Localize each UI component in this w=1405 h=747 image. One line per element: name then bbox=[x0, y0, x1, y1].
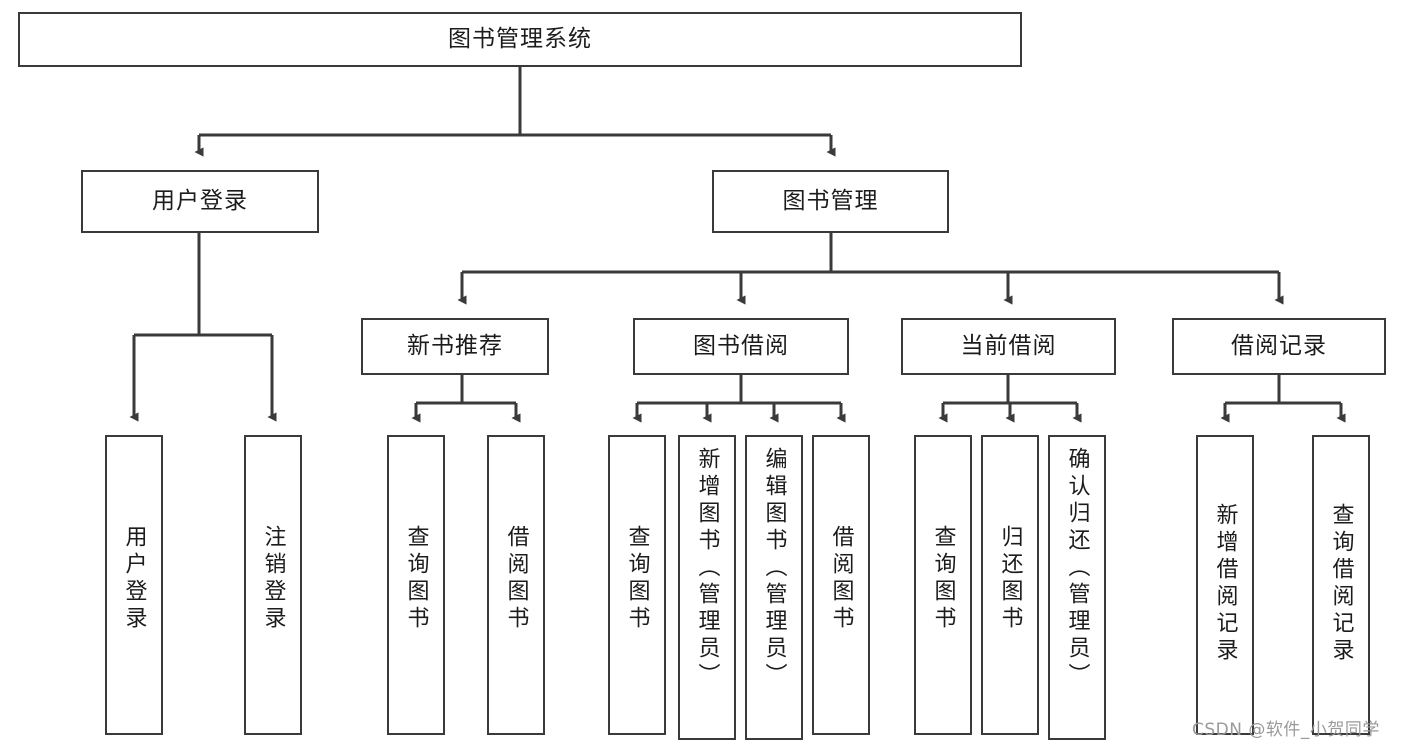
node-leaf-confirm-return-admin[interactable]: 确认归还（管理员） bbox=[1048, 435, 1106, 740]
node-leaf-borrow-book-1[interactable]: 借阅图书 bbox=[487, 435, 545, 735]
node-leaf-edit-book-admin[interactable]: 编辑图书（管理员） bbox=[745, 435, 803, 740]
leaf-label: 新增借阅记录 bbox=[1212, 503, 1238, 665]
node-book-borrow[interactable]: 图书借阅 bbox=[633, 318, 849, 375]
wire-currentborrow-to-leaves bbox=[938, 375, 1082, 423]
node-current-borrow[interactable]: 当前借阅 bbox=[901, 318, 1116, 375]
leaf-label: 注销登录 bbox=[260, 525, 286, 633]
csdn-watermark: CSDN @软件_小贺同学 bbox=[1192, 720, 1380, 740]
node-leaf-query-book-3[interactable]: 查询图书 bbox=[914, 435, 972, 735]
wire-bookborrow-to-leaves bbox=[632, 375, 846, 423]
leaf-label: 归还图书 bbox=[997, 525, 1023, 633]
node-leaf-return-book[interactable]: 归还图书 bbox=[981, 435, 1039, 735]
leaf-label: 确认归还（管理员） bbox=[1064, 447, 1090, 690]
node-borrow-record[interactable]: 借阅记录 bbox=[1172, 318, 1386, 375]
node-leaf-borrow-book-2[interactable]: 借阅图书 bbox=[812, 435, 870, 735]
node-leaf-logout[interactable]: 注销登录 bbox=[244, 435, 302, 735]
node-leaf-query-book-2[interactable]: 查询图书 bbox=[608, 435, 666, 735]
wire-newbookrec-to-leaves bbox=[411, 375, 521, 423]
node-new-book-recommend[interactable]: 新书推荐 bbox=[361, 318, 549, 375]
leaf-label: 查询图书 bbox=[930, 525, 956, 633]
node-leaf-user-login[interactable]: 用户登录 bbox=[105, 435, 163, 735]
leaf-label: 查询借阅记录 bbox=[1328, 503, 1354, 665]
node-root-system[interactable]: 图书管理系统 bbox=[18, 12, 1022, 67]
node-leaf-query-borrow-record[interactable]: 查询借阅记录 bbox=[1312, 435, 1370, 735]
leaf-label: 用户登录 bbox=[121, 525, 147, 633]
wire-bookmanage-to-level3 bbox=[457, 233, 1284, 305]
leaf-label: 查询图书 bbox=[624, 525, 650, 633]
leaf-label: 新增图书（管理员） bbox=[694, 447, 720, 690]
wire-borrowrecord-to-leaves bbox=[1220, 375, 1346, 423]
node-user-login[interactable]: 用户登录 bbox=[81, 170, 319, 233]
leaf-label: 查询图书 bbox=[403, 525, 429, 633]
wire-userlogin-to-leaves bbox=[129, 233, 277, 422]
leaf-label: 借阅图书 bbox=[503, 525, 529, 633]
leaf-label: 编辑图书（管理员） bbox=[761, 447, 787, 690]
leaf-label: 借阅图书 bbox=[828, 525, 854, 633]
node-leaf-add-borrow-record[interactable]: 新增借阅记录 bbox=[1196, 435, 1254, 735]
node-leaf-query-book-1[interactable]: 查询图书 bbox=[387, 435, 445, 735]
node-leaf-add-book-admin[interactable]: 新增图书（管理员） bbox=[678, 435, 736, 740]
wire-root-to-level2 bbox=[194, 67, 836, 157]
node-book-manage[interactable]: 图书管理 bbox=[712, 170, 949, 233]
